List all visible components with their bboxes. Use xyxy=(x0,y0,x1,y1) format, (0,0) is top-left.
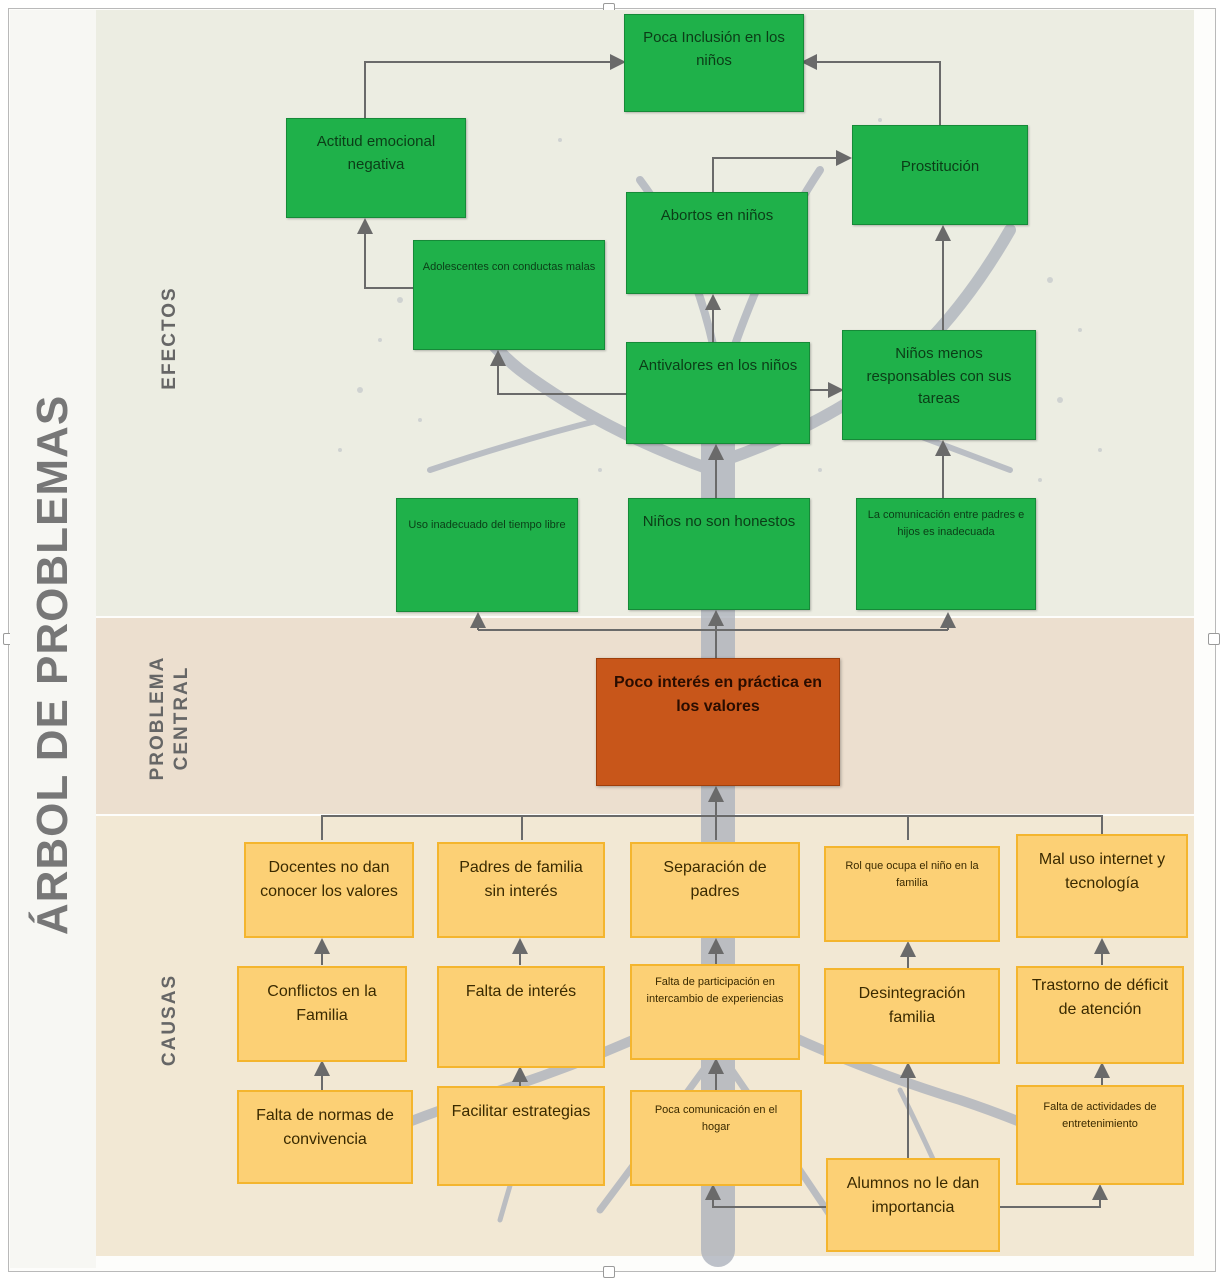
central-problem: Poco interés en práctica en los valores xyxy=(596,658,840,786)
effect-actitud-emocional: Actitud emocional negativa xyxy=(286,118,466,218)
cause-docentes: Docentes no dan conocer los valores xyxy=(244,842,414,938)
cause-falta-normas: Falta de normas de convivencia xyxy=(237,1090,413,1184)
effect-prostitucion: Prostitución xyxy=(852,125,1028,225)
cause-alumnos: Alumnos no le dan importancia xyxy=(826,1158,1000,1252)
effect-uso-inadecuado: Uso inadecuado del tiempo libre xyxy=(396,498,578,612)
effect-poca-inclusion: Poca Inclusión en los niños xyxy=(624,14,804,112)
cause-conflictos: Conflictos en la Familia xyxy=(237,966,407,1062)
cause-facilitar-estrategias: Facilitar estrategias xyxy=(437,1086,605,1186)
cause-poca-comunicacion: Poca comunicación en el hogar xyxy=(630,1090,802,1186)
effect-no-honestos: Niños no son honestos xyxy=(628,498,810,610)
effect-comunicacion-inadecuada: La comunicación entre padres e hijos es … xyxy=(856,498,1036,610)
resize-handle-right[interactable] xyxy=(1208,633,1220,645)
cause-trastorno-atencion: Trastorno de déficit de atención xyxy=(1016,966,1184,1064)
cause-falta-participacion: Falta de participación en intercambio de… xyxy=(630,964,800,1060)
cause-separacion: Separación de padres xyxy=(630,842,800,938)
title-strip xyxy=(10,10,96,1268)
effect-ninos-menos-responsables: Niños menos responsables con sus tareas xyxy=(842,330,1036,440)
effect-adolescentes: Adolescentes con conductas malas xyxy=(413,240,605,350)
cause-mal-uso-internet: Mal uso internet y tecnología xyxy=(1016,834,1188,938)
cause-rol-nino: Rol que ocupa el niño en la familia xyxy=(824,846,1000,942)
effect-abortos: Abortos en niños xyxy=(626,192,808,294)
cause-falta-actividades: Falta de actividades de entretenimiento xyxy=(1016,1085,1184,1185)
cause-desintegracion: Desintegración familia xyxy=(824,968,1000,1064)
effect-antivalores: Antivalores en los niños xyxy=(626,342,810,444)
cause-padres-familia: Padres de familia sin interés xyxy=(437,842,605,938)
cause-falta-interes: Falta de interés xyxy=(437,966,605,1068)
